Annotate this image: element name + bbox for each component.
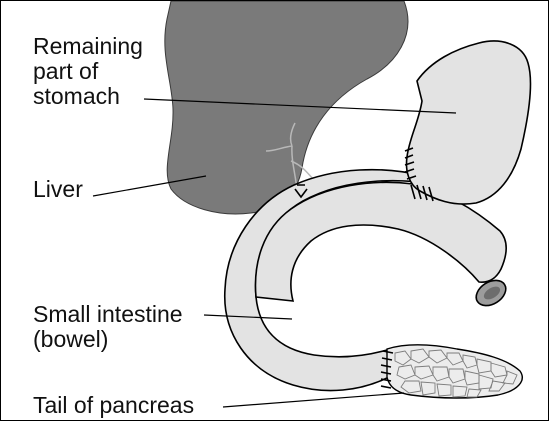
stomach-shape [407, 41, 531, 204]
pancreas-leader-line [223, 393, 404, 407]
stomach-label: Remaining part of stomach [33, 34, 143, 109]
pancreas-label: Tail of pancreas [33, 393, 194, 418]
liver-label: Liver [33, 177, 83, 202]
small-intestine-label: Small intestine (bowel) [33, 302, 183, 352]
